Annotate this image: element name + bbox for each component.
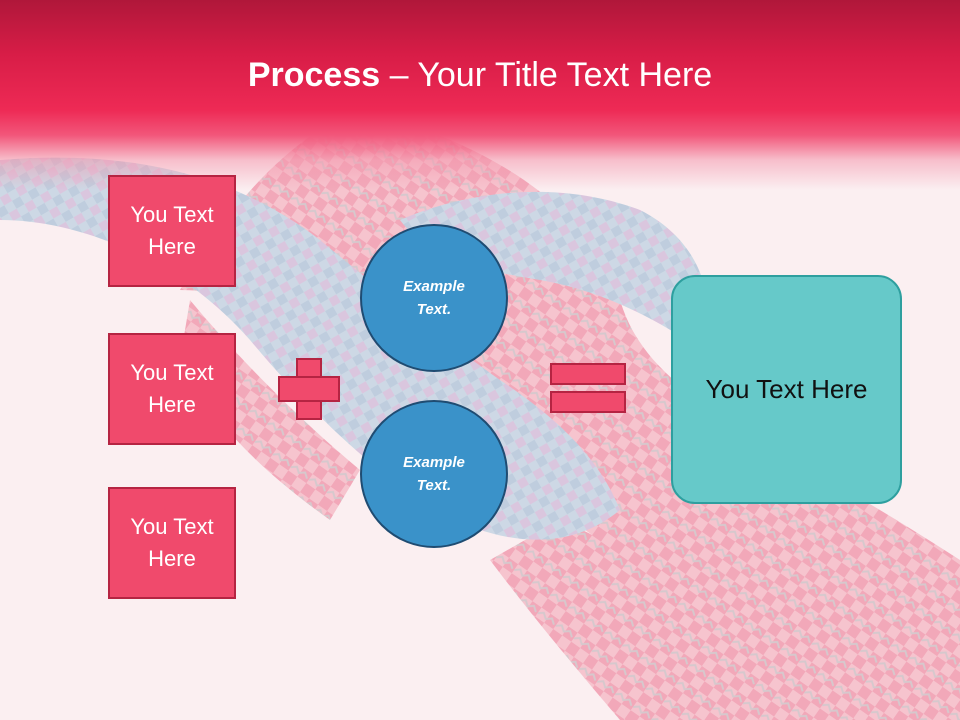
example-circle-1-label: Example Text. <box>403 278 465 318</box>
left-text-box-3: You Text Here <box>108 487 236 599</box>
title-header-band <box>0 0 960 190</box>
equals-icon-top-bar <box>550 363 626 385</box>
example-circle-2: Example Text. <box>360 400 508 548</box>
left-text-box-1: You Text Here <box>108 175 236 287</box>
example-circle-1: Example Text. <box>360 224 508 372</box>
slide-title-rest: – Your Title Text Here <box>380 56 713 94</box>
left-text-box-1-label: You Text Here <box>130 202 214 259</box>
plus-icon-center <box>298 378 320 400</box>
left-text-box-3-label: You Text Here <box>130 514 214 571</box>
result-text-box: You Text Here <box>671 275 902 504</box>
equals-icon-bottom-bar <box>550 391 626 413</box>
slide-title-bold: Process <box>247 56 381 94</box>
left-text-box-2: You Text Here <box>108 333 236 445</box>
slide-title: Process – Your Title Text Here <box>0 54 960 96</box>
left-text-box-2-label: You Text Here <box>130 360 214 417</box>
result-text-box-label: You Text Here <box>705 374 868 404</box>
example-circle-2-label: Example Text. <box>403 454 465 494</box>
